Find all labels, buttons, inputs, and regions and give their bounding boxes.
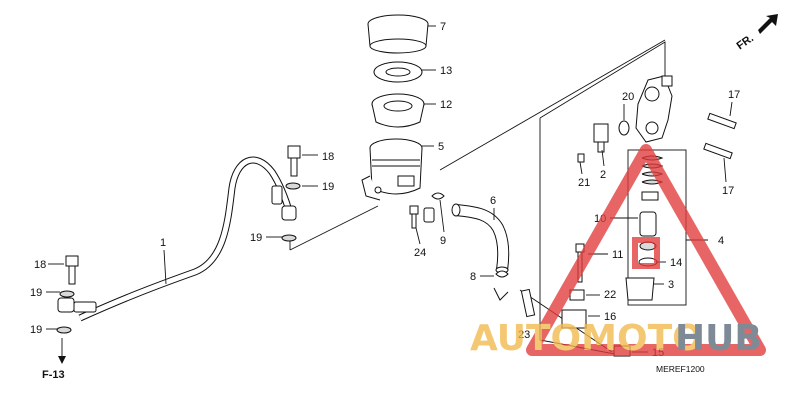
part-label-7: 7 bbox=[440, 21, 446, 33]
watermark-logo: AUTOMOTO HUB bbox=[470, 144, 766, 359]
ref-label: F-13 bbox=[42, 369, 65, 381]
part-label-6: 6 bbox=[490, 195, 496, 207]
part-label-16: 16 bbox=[604, 311, 616, 323]
pivot-bolts bbox=[703, 112, 737, 160]
reservoir-clip bbox=[409, 205, 435, 229]
master-cylinder-body bbox=[635, 75, 673, 143]
part-label-19-upper: 19 bbox=[322, 181, 334, 193]
reservoir-body bbox=[361, 138, 423, 201]
diagram-code: MEREF1200 bbox=[656, 364, 705, 374]
hose-bolt-upper bbox=[281, 145, 301, 242]
part-label-19-left-b: 19 bbox=[30, 324, 42, 336]
reference-arrow: F-13 bbox=[42, 338, 66, 381]
reservoir-hose bbox=[451, 203, 510, 274]
part-label-18-upper: 18 bbox=[322, 151, 334, 163]
brake-hose bbox=[57, 156, 297, 322]
part-label-8: 8 bbox=[470, 271, 476, 283]
part-label-24: 24 bbox=[414, 247, 426, 259]
part-label-9: 9 bbox=[440, 235, 446, 247]
part-label-11: 11 bbox=[612, 249, 623, 261]
part-label-14: 14 bbox=[670, 257, 682, 269]
part-label-20: 20 bbox=[622, 91, 634, 103]
part-label-2: 2 bbox=[600, 169, 606, 181]
part-label-18-left: 18 bbox=[34, 259, 46, 271]
hose-clips bbox=[431, 192, 509, 301]
part-label-12: 12 bbox=[440, 99, 452, 111]
svg-text:HUB: HUB bbox=[675, 318, 762, 359]
reservoir-cap bbox=[367, 14, 429, 54]
part-label-19-left-a: 19 bbox=[30, 287, 42, 299]
hose-bolt-left bbox=[56, 255, 79, 334]
svg-text:AUTOMOTO: AUTOMOTO bbox=[470, 318, 703, 359]
part-label-19-mid: 19 bbox=[250, 232, 262, 244]
part-label-1: 1 bbox=[160, 237, 166, 249]
banjo-fitting bbox=[577, 123, 609, 163]
part-label-17-upper: 17 bbox=[728, 89, 740, 101]
part-label-5: 5 bbox=[438, 141, 444, 153]
brake-switch bbox=[520, 288, 587, 329]
o-ring-20 bbox=[618, 120, 630, 136]
part-label-22: 22 bbox=[604, 289, 616, 301]
front-direction-arrow: FR. bbox=[735, 14, 778, 52]
piston-set bbox=[625, 155, 664, 301]
reservoir-plate bbox=[373, 61, 423, 83]
reservoir-diaphragm bbox=[371, 93, 425, 128]
direction-label: FR. bbox=[735, 32, 756, 52]
part-label-3: 3 bbox=[668, 279, 674, 291]
part-label-17-lower: 17 bbox=[722, 185, 734, 197]
part-label-21: 21 bbox=[578, 177, 590, 189]
part-label-4: 4 bbox=[718, 235, 724, 247]
part-label-23: 23 bbox=[518, 329, 530, 341]
part-label-13: 13 bbox=[440, 65, 452, 77]
